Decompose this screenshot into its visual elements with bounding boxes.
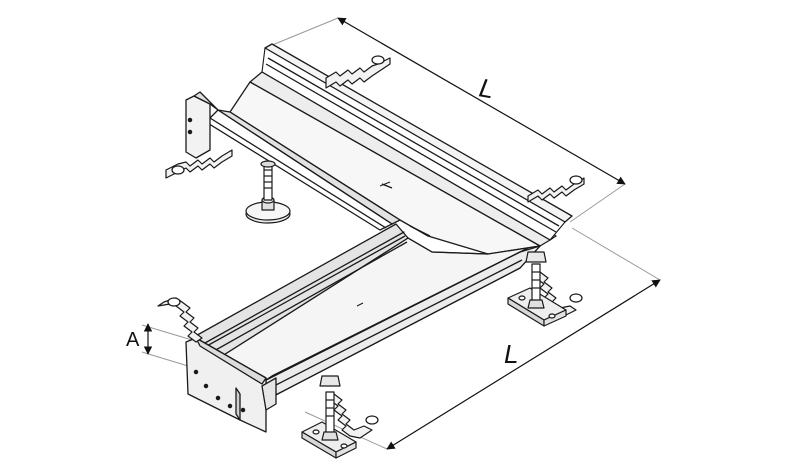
foot-round-base [245,160,291,224]
main-end-plate [185,95,211,159]
label-length-top: L [477,72,496,104]
main-channel [185,43,573,255]
dim-line-bottom [386,279,661,450]
adjustable-feet [245,160,567,459]
label-height: A [126,329,140,351]
branch-channel [185,223,541,433]
foot-square-base-right [507,251,567,327]
foot-square-base-bottom [301,375,357,459]
lug-branch-left [157,297,203,343]
dim-line-top [337,17,626,185]
dimension-arrows [143,17,661,450]
label-length-bottom: L [504,339,518,369]
lug-top-back [325,55,391,89]
lug-branch-bottom [329,393,379,439]
center-mark-main [379,181,391,187]
lug-right-end [527,175,585,203]
lug-upper-left [165,149,233,179]
